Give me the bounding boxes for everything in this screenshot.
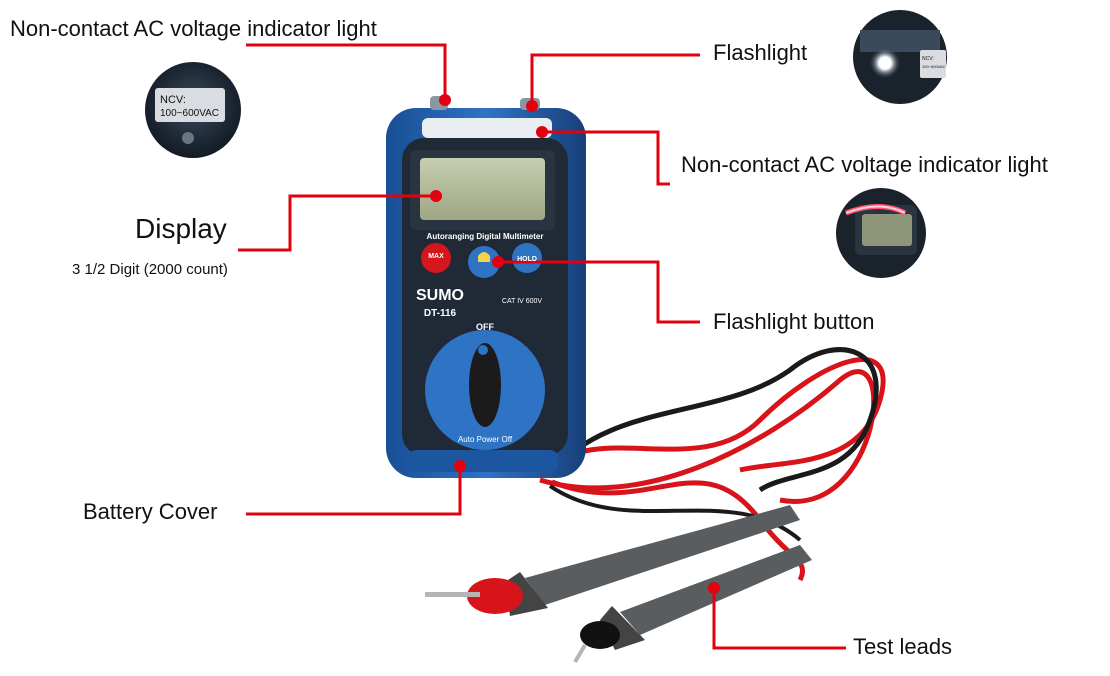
- device-model-label: Autoranging Digital Multimeter: [427, 232, 544, 241]
- btn-hold-label: HOLD: [517, 256, 537, 263]
- lcd-display: [420, 158, 545, 220]
- device-model: DT-116: [424, 308, 457, 319]
- leader-flashlight-button: [498, 260, 700, 324]
- btn-max-label: MAX: [428, 253, 444, 260]
- auto-off-label: Auto Power Off: [458, 435, 513, 444]
- inset-ncv-light: [836, 188, 926, 278]
- max-button[interactable]: [421, 243, 451, 273]
- label-display: Display: [135, 213, 227, 244]
- label-flashlight-button: Flashlight button: [713, 309, 875, 334]
- leader-battery-cover: [246, 466, 462, 516]
- dial-diode: →+: [522, 340, 535, 349]
- dial-off: OFF: [476, 322, 494, 332]
- leader-flashlight: [530, 53, 700, 106]
- inset-flash-label-l1: NCV:: [922, 56, 934, 62]
- inset-flashlight: [853, 10, 947, 104]
- label-ncv-right: Non-contact AC voltage indicator light: [681, 152, 1048, 177]
- ncv-light-strip: [422, 118, 552, 138]
- leader-test-leads: [712, 588, 846, 650]
- inset-ncv-label-l2: 100~600VAC: [160, 108, 219, 119]
- hold-button[interactable]: [512, 243, 542, 273]
- inset-ncv-label-l1: NCV:: [160, 94, 186, 106]
- label-test-leads: Test leads: [853, 634, 953, 659]
- device-rating: CAT IV 600V: [502, 298, 543, 305]
- label-ncv-top: Non-contact AC voltage indicator light: [10, 16, 377, 41]
- label-display-sub: 3 1/2 Digit (2000 count): [72, 261, 228, 278]
- inset-flash-label-l2: 100~600VAC: [922, 64, 946, 69]
- leader-display: [238, 194, 436, 252]
- leader-ncv-right: [542, 130, 670, 186]
- dial-ohm: Ω: [503, 325, 510, 335]
- dial-v-ac: V~: [436, 340, 446, 349]
- leader-ncv-top: [246, 43, 447, 100]
- leader-dots: [430, 94, 720, 594]
- leader-lines: [238, 43, 846, 650]
- device-brand: SUMO: [416, 287, 464, 304]
- label-battery-cover: Battery Cover: [83, 499, 218, 524]
- battery-cover: [408, 450, 558, 472]
- label-flashlight: Flashlight: [713, 40, 808, 65]
- inset-ncv-label: [145, 62, 241, 158]
- red-probe: [425, 505, 800, 616]
- device-text: Autoranging Digital Multimeter MAX HOLD …: [160, 56, 946, 444]
- dial-v-dc: V⎓: [455, 326, 467, 335]
